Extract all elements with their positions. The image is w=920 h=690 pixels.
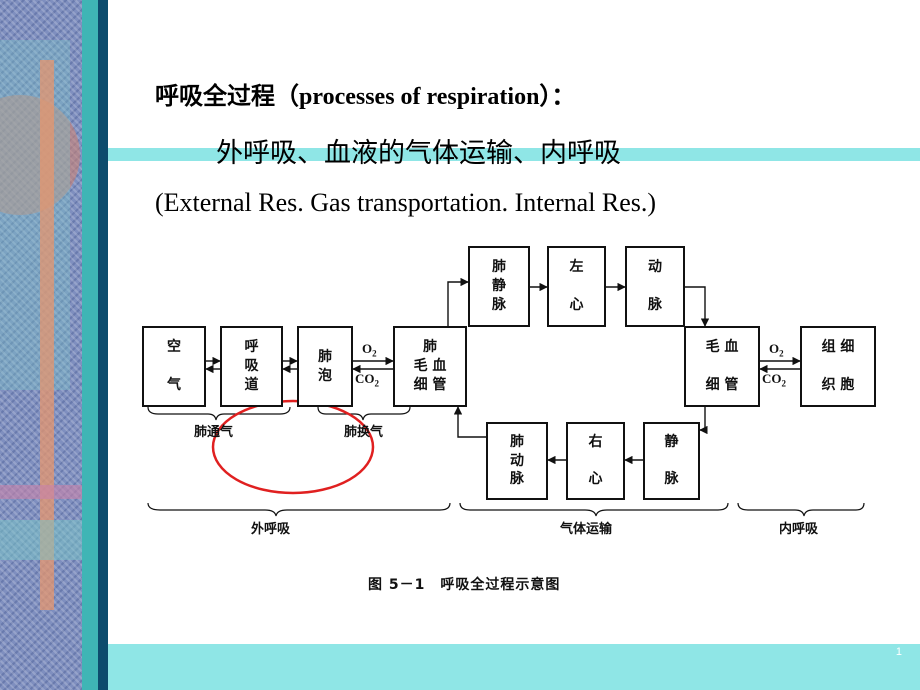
deco-orange-bar (40, 60, 54, 610)
page-number: 1 (895, 646, 902, 658)
deco-teal-block (0, 40, 70, 390)
left-dark-bar (98, 0, 108, 690)
box-left-heart: 左 心 (547, 246, 606, 327)
subtitle-english: (External Res. Gas transportation. Inter… (155, 188, 657, 217)
gas-co2-tissue: CO2 (762, 371, 786, 389)
box-artery: 动 脉 (625, 246, 685, 327)
box-right-heart: 右 心 (566, 422, 625, 500)
box-airway: 呼 吸 道 (220, 326, 283, 407)
slide-title: 呼吸全过程（processes of respiration）： (155, 84, 576, 110)
box-pulmonary-vein: 肺 静 脉 (468, 246, 530, 327)
box-vein: 静 脉 (643, 422, 700, 500)
left-teal-bar (82, 0, 98, 690)
bottom-accent-bar (108, 644, 920, 690)
label-internal-respiration: 内呼吸 (779, 522, 819, 537)
subtitle-chinese: 外呼吸、血液的气体运输、内呼吸 (216, 138, 621, 169)
label-external-respiration: 外呼吸 (251, 522, 291, 537)
label-gas-transport: 气体运输 (560, 522, 613, 537)
gas-o2-tissue: O2 (769, 341, 784, 359)
deco-pink-band (0, 485, 82, 499)
left-decorative-strip (0, 0, 82, 690)
box-alveoli: 肺 泡 (297, 326, 353, 407)
deco-teal-band (0, 520, 82, 560)
gas-co2-lung: CO2 (355, 371, 379, 389)
label-pulmonary-ventilation: 肺通气 (194, 425, 234, 440)
figure-caption: 图 5－1 呼吸全过程示意图 (368, 577, 561, 593)
box-tissue-capillary: 毛 血 细 管 (684, 326, 760, 407)
box-pulmonary-capillary: 肺 毛 血 细 管 (393, 326, 467, 407)
top-accent-bar (108, 148, 920, 161)
highlight-ellipse (211, 399, 375, 495)
label-pulmonary-exchange: 肺换气 (344, 425, 384, 440)
box-tissue-cells: 组 细 织 胞 (800, 326, 876, 407)
box-pulmonary-artery: 肺 动 脉 (486, 422, 548, 500)
gas-o2-lung: O2 (362, 341, 377, 359)
box-air: 空 气 (142, 326, 206, 407)
